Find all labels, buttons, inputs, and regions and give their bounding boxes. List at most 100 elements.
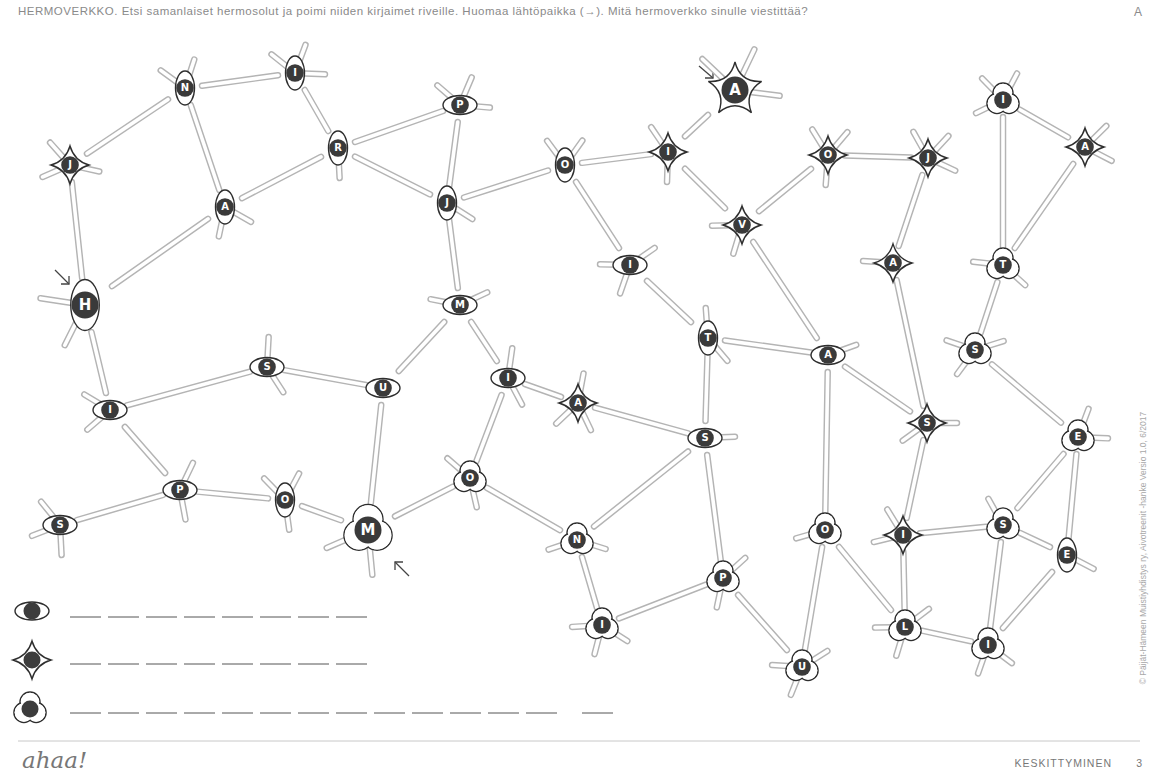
neuron-letter: H: [58, 278, 112, 332]
neuron-node: I: [651, 135, 685, 169]
neuron-node: R: [321, 131, 355, 165]
nerve-fiber: [355, 157, 430, 195]
nerve-fiber: [1020, 110, 1068, 138]
neuron-letter: A: [811, 338, 845, 372]
nerve-fiber: [897, 280, 924, 406]
nerve-fiber: [127, 372, 250, 406]
neuron-node: M: [341, 503, 395, 557]
nerve-fiber: [990, 542, 1001, 628]
neuron-node: I: [585, 608, 619, 642]
neuron-node: I: [613, 248, 647, 282]
neuron-letter: I: [986, 83, 1020, 117]
page-variant: A: [1134, 5, 1142, 19]
nerve-fiber: [685, 169, 725, 208]
neuron-letter: S: [43, 508, 77, 542]
nerve-fiber: [449, 122, 457, 186]
connector-layer: [72, 75, 1077, 650]
neuron-letter: L: [888, 610, 922, 644]
nerve-fiber: [1017, 454, 1063, 508]
neuron-letter: O: [548, 148, 582, 182]
neuron-letter: I: [971, 628, 1005, 662]
nerve-fiber: [738, 595, 787, 650]
neuron-node: A: [876, 246, 910, 280]
neuron-letter: O: [268, 483, 302, 517]
neuron-node: E: [1061, 420, 1095, 454]
nerve-fiber: [305, 90, 329, 131]
nerve-fiber: [582, 557, 597, 608]
neuron-letter: O: [808, 513, 842, 547]
nerve-fiber: [1015, 164, 1073, 248]
neuron-letter: S: [688, 421, 722, 455]
neuron-letter: I: [886, 518, 920, 552]
neuron-letter: U: [366, 371, 400, 405]
neuron-letter: S: [986, 508, 1020, 542]
neuron-letter: J: [53, 148, 87, 182]
neuron-letter: I: [93, 393, 127, 427]
nerve-fiber: [725, 340, 811, 352]
neuron-node: S: [43, 508, 77, 542]
nerve-fiber: [619, 585, 706, 619]
nerve-fiber: [920, 527, 986, 534]
start-markers: [55, 66, 713, 576]
neuron-node: I: [986, 83, 1020, 117]
answer-blanks: [70, 617, 613, 713]
neuron-letter: M: [443, 288, 477, 322]
neuron-node: O: [548, 148, 582, 182]
neuron-node: L: [888, 610, 922, 644]
nerve-fiber: [595, 408, 688, 434]
logo-text: ahaa!: [22, 747, 87, 773]
nerve-fiber: [355, 111, 443, 142]
neuron-letter: S: [910, 406, 944, 440]
neuron-node: J: [53, 148, 87, 182]
neuron-node: V: [725, 208, 759, 242]
neuron-letter: N: [560, 523, 594, 557]
neuron-node: I: [491, 361, 525, 395]
nerve-fiber: [753, 242, 817, 338]
neuron-letter: A: [1068, 130, 1102, 164]
nerve-fiber: [487, 488, 560, 530]
nerve-fiber: [77, 495, 163, 520]
nerve-fiber: [197, 492, 268, 499]
nerve-fiber: [302, 506, 341, 520]
neuron-node: A: [561, 386, 595, 420]
nerve-fiber: [992, 364, 1061, 422]
neuron-node: S: [688, 421, 722, 455]
nerve-fiber: [845, 367, 910, 412]
footer-rule: [18, 741, 1140, 742]
neuron-letter: T: [986, 248, 1020, 282]
neuron-node: O: [268, 483, 302, 517]
neuron-letter: E: [1050, 538, 1084, 572]
neuron-node: O: [453, 461, 487, 495]
nerve-fiber: [685, 115, 708, 136]
neuron-letter: A: [561, 386, 595, 420]
nerve-fiber: [112, 219, 208, 286]
nerve-fiber: [922, 631, 971, 642]
neuron-node: J: [911, 141, 945, 175]
neuron-node: A: [208, 190, 242, 224]
nerve-fiber: [91, 332, 106, 393]
neuron-node: T: [691, 321, 725, 355]
neuron-letter: J: [430, 186, 464, 220]
neuron-letter: P: [706, 561, 740, 595]
neuron-node: A: [708, 63, 762, 117]
neuron-letter: M: [341, 503, 395, 557]
neuron-node: P: [163, 473, 197, 507]
nerve-fiber: [242, 157, 321, 198]
neuron-node: U: [366, 371, 400, 405]
nerve-fiber: [981, 282, 998, 333]
nerve-fiber: [371, 405, 381, 503]
nerve-fiber: [202, 75, 278, 85]
dendrite-stubs: [32, 45, 1112, 695]
neuron-node: T: [986, 248, 1020, 282]
neuron-letter: T: [691, 321, 725, 355]
nerve-fiber: [284, 370, 366, 385]
nerve-fiber: [1003, 117, 1004, 248]
section-name: KESKITTYMINEN: [1014, 757, 1112, 769]
nerve-fiber: [125, 427, 165, 473]
neuron-node: J: [430, 186, 464, 220]
neuron-letter: A: [708, 63, 762, 117]
legend-symbols: [13, 602, 51, 723]
nerve-fiber: [907, 440, 924, 518]
nerve-fiber: [839, 547, 891, 610]
neuron-letter: R: [321, 131, 355, 165]
